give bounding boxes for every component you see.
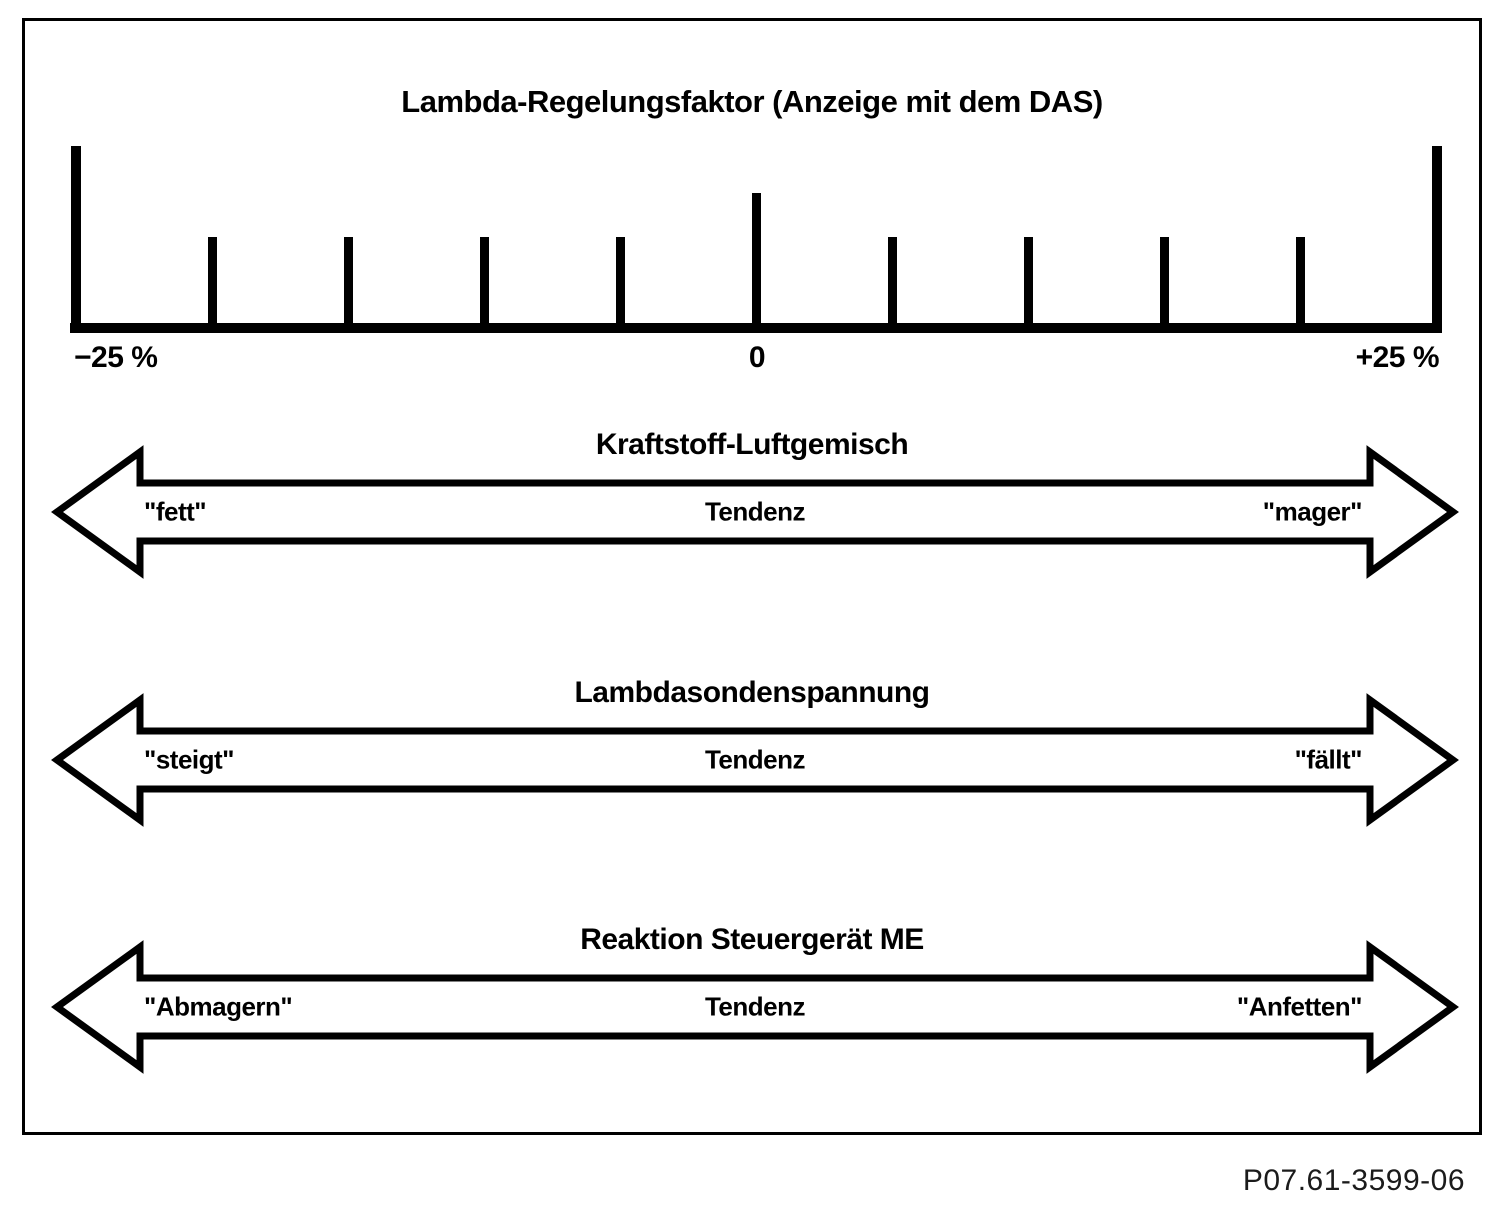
arrow-title-fuel-air-mixture: Kraftstoff-Luftgemisch <box>595 428 909 461</box>
arrow-fuel-air-mixture: "fett" Tendenz "mager" <box>51 445 1459 579</box>
arrow1-right-label: "mager" <box>1262 496 1363 527</box>
scale-title: Lambda-Regelungsfaktor (Anzeige mit dem … <box>401 84 1103 119</box>
scale-tick <box>1024 237 1034 333</box>
arrow1-center-label: Tendenz <box>704 496 806 527</box>
arrow-title-ecu-reaction: Reaktion Steuergerät ME <box>580 923 924 956</box>
arrow2-left-label: "steigt" <box>144 744 235 775</box>
arrow3-right-label: "Anfetten" <box>1236 991 1363 1022</box>
arrow1-left-label: "fett" <box>144 496 207 527</box>
scale-label-zero: 0 <box>748 341 766 374</box>
figure-code: P07.61-3599-06 <box>1242 1164 1465 1197</box>
arrow-title-lambda-sensor-voltage: Lambdasondenspannung <box>574 676 930 709</box>
double-arrow-icon <box>51 693 1459 827</box>
scale-tick <box>615 237 625 333</box>
scale-tick <box>752 193 761 333</box>
scale-tick <box>71 146 81 333</box>
arrow2-right-label: "fällt" <box>1294 744 1363 775</box>
double-arrow-icon <box>51 940 1459 1074</box>
arrow3-left-label: "Abmagern" <box>144 991 293 1022</box>
scale-tick <box>1432 146 1442 333</box>
scale-tick <box>343 237 353 333</box>
scale-tick <box>207 237 217 333</box>
arrow2-center-label: Tendenz <box>704 744 806 775</box>
arrow-lambda-sensor-voltage: "steigt" Tendenz "fällt" <box>51 693 1459 827</box>
scale-tick <box>888 237 898 333</box>
arrow3-center-label: Tendenz <box>704 991 806 1022</box>
double-arrow-icon <box>51 445 1459 579</box>
scale-tick <box>1296 237 1306 333</box>
scale-tick <box>1160 237 1170 333</box>
scale-tick <box>479 237 489 333</box>
arrow-ecu-reaction: "Abmagern" Tendenz "Anfetten" <box>51 940 1459 1074</box>
scale-label-max: +25 % <box>1355 341 1440 374</box>
scale-label-min: −25 % <box>74 341 158 374</box>
